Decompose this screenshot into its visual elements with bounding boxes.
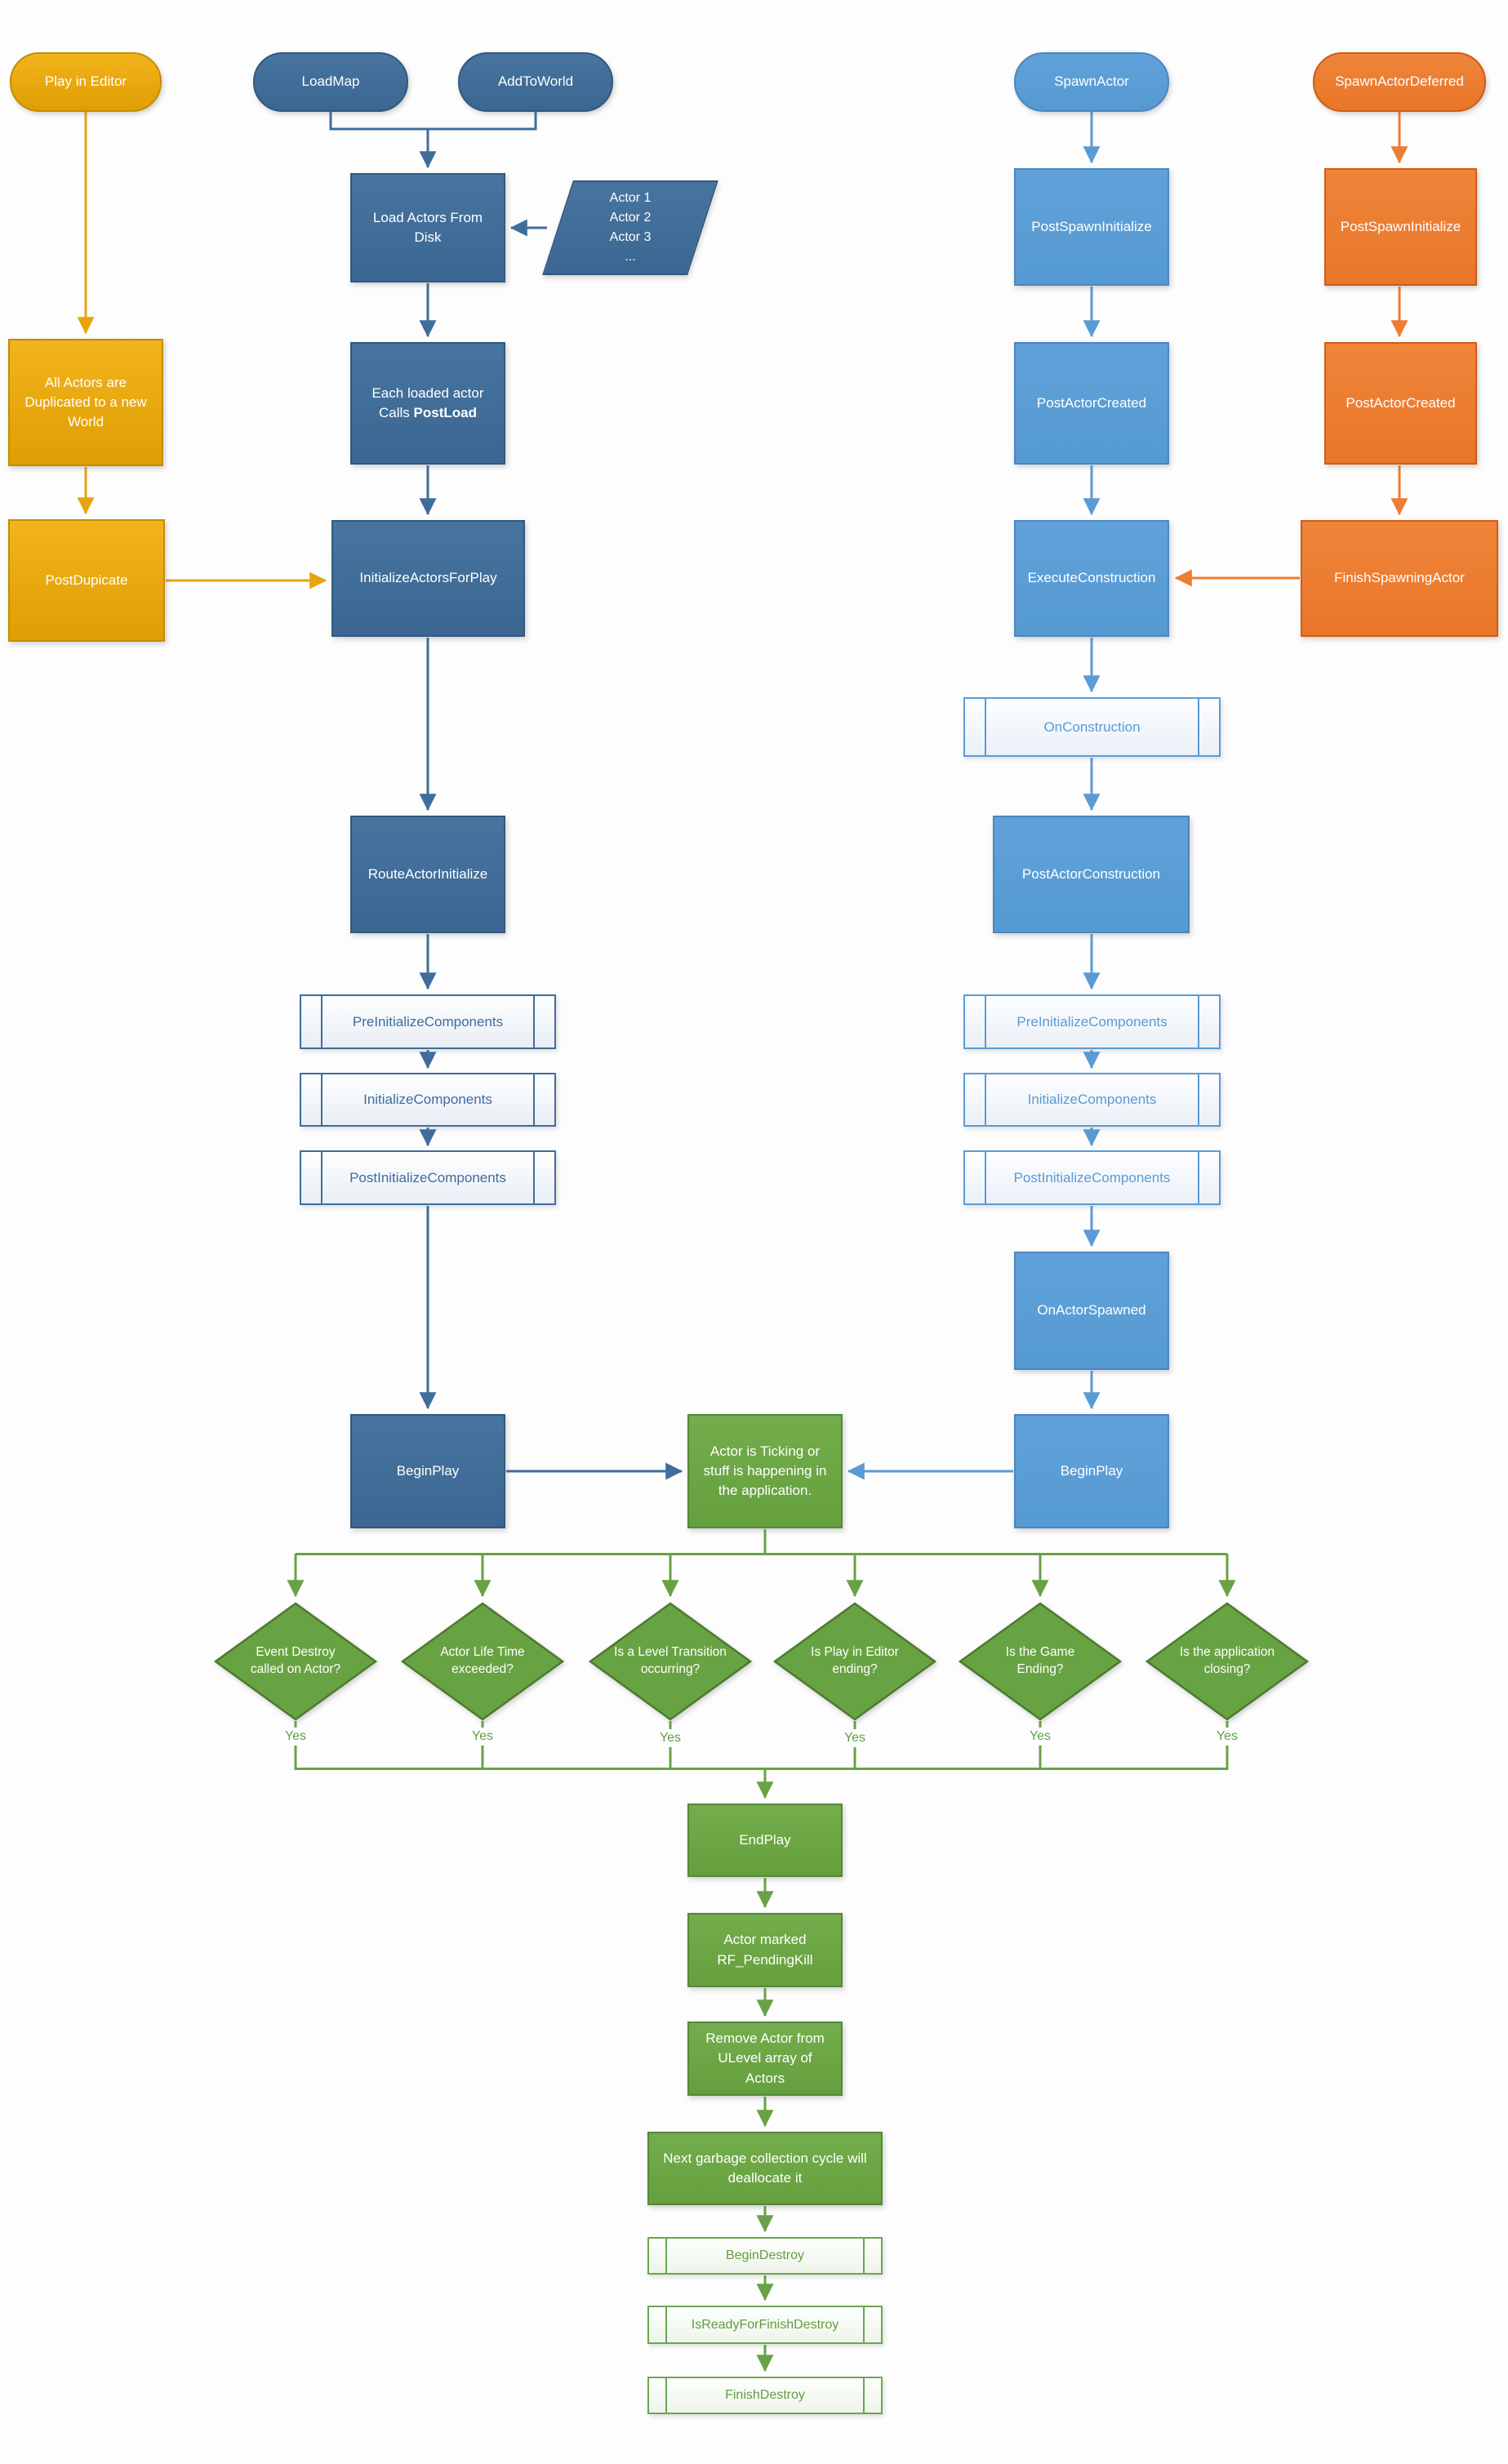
subroutine-label: PostInitializeComponents	[1013, 1169, 1171, 1185]
subroutine-label: InitializeComponents	[363, 1092, 492, 1107]
node-post-load: Each loaded actor Calls PostLoad	[350, 342, 505, 465]
subroutine-finish-destroy: FinishDestroy	[647, 2377, 883, 2414]
subroutine-label: InitializeComponents	[1027, 1092, 1157, 1107]
terminator-play-in-editor: Play in Editor	[10, 52, 162, 112]
subroutine-label: BeginDestroy	[725, 2248, 805, 2262]
subroutine-post-initialize-components-left: PostInitializeComponents	[300, 1150, 556, 1205]
decision-label: Is Play in Editor ending?	[811, 1645, 899, 1676]
decision-label: Actor Life Time exceeded?	[440, 1645, 525, 1676]
subroutine-initialize-components-right: InitializeComponents	[963, 1073, 1221, 1127]
node-load-actors-from-disk: Load Actors From Disk	[350, 173, 505, 282]
terminator-spawn-actor: SpawnActor	[1014, 52, 1169, 112]
post-load-line2: Calls	[379, 405, 410, 420]
node-all-actors-duplicated: All Actors are Duplicated to a new World	[8, 339, 163, 466]
subroutine-is-ready-for-finish-destroy: IsReadyForFinishDestroy	[647, 2306, 883, 2344]
yes-label: Yes	[269, 1728, 322, 1746]
terminator-spawn-actor-deferred: SpawnActorDeferred	[1313, 52, 1486, 112]
node-post-spawn-initialize-deferred: PostSpawnInitialize	[1324, 168, 1477, 286]
subroutine-begin-destroy: BeginDestroy	[647, 2237, 883, 2275]
subroutine-initialize-components-left: InitializeComponents	[300, 1073, 556, 1127]
actor-list-item: Actor 1	[609, 191, 652, 205]
node-execute-construction: ExecuteConstruction	[1014, 520, 1169, 637]
yes-label: Yes	[644, 1729, 696, 1747]
node-remove-from-ulevel: Remove Actor from ULevel array of Actors	[687, 2021, 843, 2096]
data-actor-list: Actor 1 Actor 2 Actor 3 ...	[542, 180, 718, 275]
subroutine-on-construction: OnConstruction	[963, 697, 1221, 757]
subroutine-pre-initialize-components-right: PreInitializeComponents	[963, 994, 1221, 1049]
decision-pie-ending: Is Play in Editor ending?	[773, 1602, 936, 1721]
decision-label: Event Destroy called on Actor?	[250, 1645, 341, 1676]
node-post-actor-created: PostActorCreated	[1014, 342, 1169, 465]
subroutine-label: PostInitializeComponents	[349, 1169, 506, 1185]
actor-list-item: ...	[625, 250, 636, 264]
actor-list-item: Actor 3	[609, 230, 652, 244]
subroutine-label: PreInitializeComponents	[1016, 1013, 1168, 1030]
node-post-actor-created-deferred: PostActorCreated	[1324, 342, 1477, 465]
yes-label: Yes	[1201, 1728, 1253, 1746]
node-begin-play-left: BeginPlay	[350, 1414, 505, 1528]
node-on-actor-spawned: OnActorSpawned	[1014, 1252, 1169, 1370]
terminator-load-map: LoadMap	[253, 52, 408, 112]
decision-label: Is the application closing?	[1179, 1645, 1275, 1676]
node-post-duplicate: PostDupicate	[8, 519, 165, 642]
subroutine-label: FinishDestroy	[725, 2388, 805, 2402]
terminator-add-to-world: AddToWorld	[458, 52, 613, 112]
decision-level-transition: Is a Level Transition occurring?	[589, 1602, 752, 1721]
yes-label: Yes	[456, 1728, 509, 1746]
node-finish-spawning-actor: FinishSpawningActor	[1301, 520, 1498, 637]
decision-event-destroy: Event Destroy called on Actor?	[214, 1602, 377, 1721]
post-load-line1: Each loaded actor	[371, 385, 484, 401]
yes-label: Yes	[1014, 1728, 1066, 1746]
decision-label: Is the Game Ending?	[1005, 1645, 1075, 1676]
post-load-label: Each loaded actor Calls PostLoad	[371, 384, 483, 423]
decision-game-ending: Is the Game Ending?	[959, 1602, 1122, 1721]
decision-life-time-exceeded: Actor Life Time exceeded?	[401, 1602, 564, 1721]
subroutine-post-initialize-components-right: PostInitializeComponents	[963, 1150, 1221, 1205]
subroutine-label: OnConstruction	[1043, 718, 1141, 735]
actor-list-item: Actor 2	[609, 211, 652, 225]
node-post-spawn-initialize: PostSpawnInitialize	[1014, 168, 1169, 286]
node-end-play: EndPlay	[687, 1804, 843, 1877]
decision-label: Is a Level Transition occurring?	[614, 1645, 727, 1676]
node-route-actor-initialize: RouteActorInitialize	[350, 816, 505, 933]
node-pending-kill: Actor marked RF_PendingKill	[687, 1913, 843, 1987]
post-load-keyword: PostLoad	[413, 405, 477, 420]
node-garbage-collection: Next garbage collection cycle will deall…	[647, 2132, 883, 2205]
node-begin-play-right: BeginPlay	[1014, 1414, 1169, 1528]
subroutine-label: PreInitializeComponents	[352, 1013, 504, 1030]
decision-application-closing: Is the application closing?	[1145, 1602, 1309, 1721]
node-actor-is-ticking: Actor is Ticking or stuff is happening i…	[687, 1414, 843, 1528]
subroutine-label: IsReadyForFinishDestroy	[691, 2317, 839, 2332]
node-post-actor-construction: PostActorConstruction	[993, 816, 1190, 933]
subroutine-pre-initialize-components-left: PreInitializeComponents	[300, 994, 556, 1049]
node-initialize-actors-for-play: InitializeActorsForPlay	[331, 520, 525, 637]
yes-label: Yes	[829, 1729, 881, 1747]
